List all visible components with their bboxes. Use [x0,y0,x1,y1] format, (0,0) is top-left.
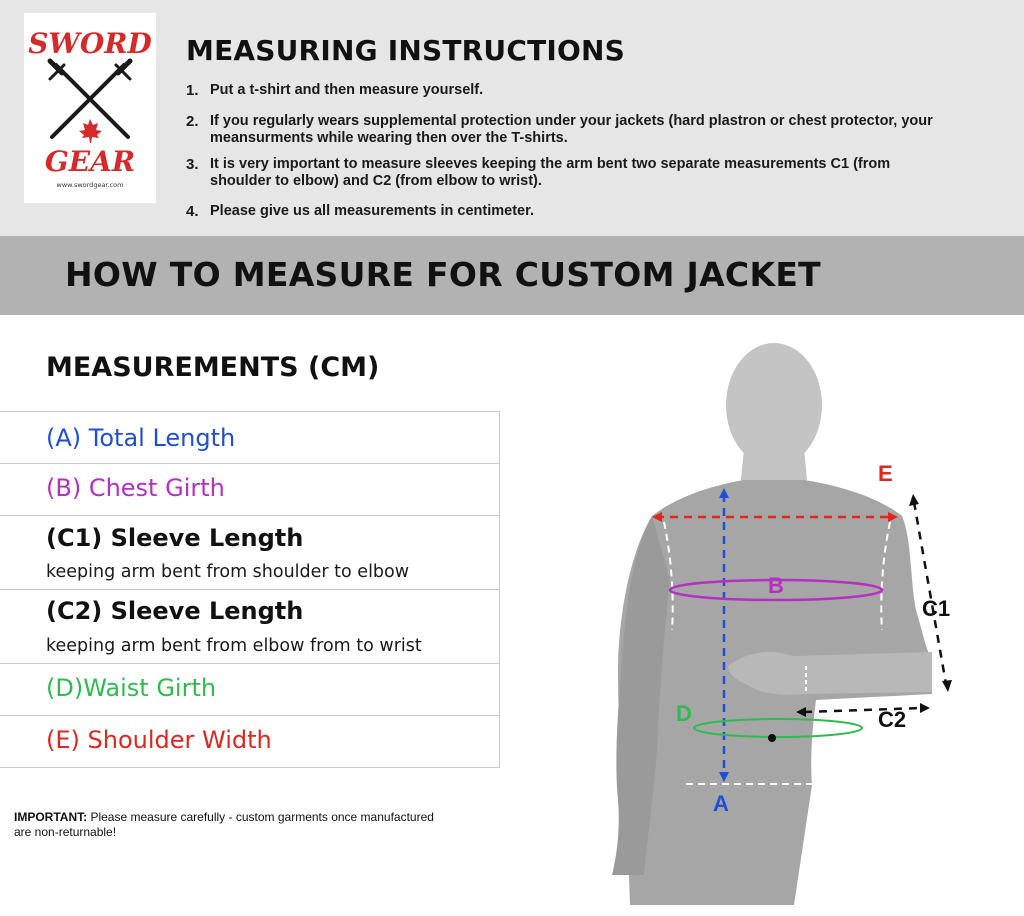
label-e: E [878,461,893,486]
measurements-table: (A) Total Length (B) Chest Girth (C1) Sl… [0,411,500,768]
instruction-number: 4. [186,203,199,220]
measurement-label: (E) Shoulder Width [46,726,272,754]
torso-diagram: E A B D C1 C2 [612,343,952,905]
arrowhead-icon [920,703,930,713]
right-sleeve-seam [880,521,891,631]
instruction-item: 1. Put a t-shirt and then measure yourse… [186,82,980,99]
waist-girth-ellipse [693,718,863,738]
arrowhead-icon [909,494,919,506]
important-text: Please measure carefully - custom garmen… [14,810,434,839]
maple-leaf-icon [79,119,102,143]
label-d: D [676,701,692,726]
measurement-label: (C2) Sleeve Length [46,597,304,625]
important-prefix: IMPORTANT: [14,810,88,824]
instruction-number: 1. [186,82,199,99]
instruction-item: 4. Please give us all measurements in ce… [186,203,980,220]
measurement-row-c1: (C1) Sleeve Length keeping arm bent from… [0,516,500,590]
left-sleeve-seam [663,521,674,631]
instruction-text: It is very important to measure sleeves … [210,156,891,189]
measurement-sublabel: keeping arm bent from shoulder to elbow [46,562,410,582]
measurement-row-c2: (C2) Sleeve Length keeping arm bent from… [0,590,500,664]
arrowhead-icon [719,488,729,498]
arrowhead-icon [719,772,729,782]
arrowhead-icon [796,707,806,717]
instructions-title: MEASURING INSTRUCTIONS [186,34,625,67]
arrowhead-icon [652,512,662,522]
label-c1: C1 [922,596,950,621]
measurements-title: MEASUREMENTS (CM) [46,352,380,383]
crossed-swords-icon: SWORD GEAR [28,27,152,178]
instruction-item: 3. It is very important to measure sleev… [186,156,950,190]
label-a: A [713,791,729,816]
bent-forearm-silhouette [728,651,932,695]
instruction-text: Put a t-shirt and then measure yourself. [210,82,484,98]
instruction-text: Please give us all measurements in centi… [210,203,534,219]
measurement-row-b: (B) Chest Girth [0,464,500,516]
navel-marker-icon [768,734,776,742]
measurement-label: (B) Chest Girth [46,474,225,502]
logo-line-1: SWORD [28,27,152,60]
head-silhouette [726,343,822,467]
label-c2: C2 [878,707,906,732]
measurement-row-d: (D)Waist Girth [0,664,500,716]
arrowhead-icon [942,680,952,692]
sword-gear-logo: SWORD GEAR www.swordgear.com [24,13,156,203]
instruction-number: 3. [186,156,199,173]
section-banner: HOW TO MEASURE FOR CUSTOM JACKET [0,236,1024,315]
banner-title: HOW TO MEASURE FOR CUSTOM JACKET [65,255,821,294]
sleeve-c1-line [912,501,948,685]
neck-silhouette [740,448,808,490]
instruction-number: 2. [186,113,199,130]
instruction-text: If you regularly wears supplemental prot… [210,113,933,146]
sleeve-c2-line [803,706,923,714]
measurement-row-e: (E) Shoulder Width [0,716,500,768]
chest-girth-ellipse [668,578,884,602]
instruction-item: 2. If you regularly wears supplemental p… [186,113,980,147]
logo-line-2: GEAR [45,145,135,178]
measurement-row-a: (A) Total Length [0,412,500,464]
measurement-label: (C1) Sleeve Length [46,524,304,552]
measurement-label: (D)Waist Girth [46,674,217,702]
label-b: B [768,573,784,598]
measurement-sublabel: keeping arm bent from elbow from to wris… [46,636,422,656]
arrowhead-icon [888,512,898,522]
logo-url: www.swordgear.com [56,181,124,189]
important-note: IMPORTANT: Please measure carefully - cu… [14,810,444,840]
left-arm-silhouette [612,516,670,875]
body-measurement-figure: E A B D C1 C2 [560,330,1024,916]
measurement-label: (A) Total Length [46,424,236,452]
instructions-panel: SWORD GEAR www.swordgear.com MEASURING I… [0,0,1024,236]
